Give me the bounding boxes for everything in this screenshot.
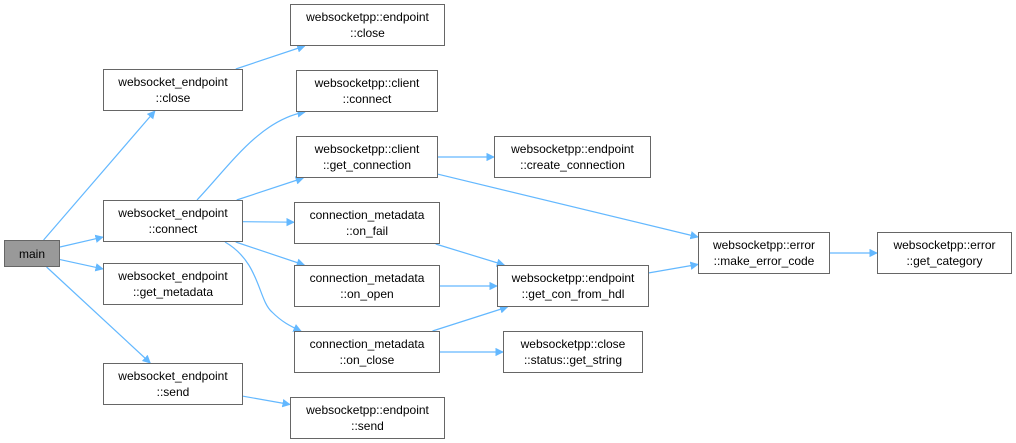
node-we-send[interactable]: websocket_endpoint::send: [103, 363, 243, 405]
node-we-close[interactable]: websocket_endpoint::close: [103, 69, 243, 111]
node-label-line: ::on_open: [340, 287, 394, 301]
node-cm-on-fail[interactable]: connection_metadata::on_fail: [294, 202, 440, 244]
edge-client-get-connection-to-error-make-error-code: [437, 173, 699, 240]
edge-main-to-we-connect: [59, 234, 104, 248]
node-close-status-get-string[interactable]: websocketpp::close::status::get_string: [503, 331, 643, 373]
node-label-line: websocketpp::endpoint: [511, 271, 635, 285]
node-client-get-connection[interactable]: websocketpp::client::get_connection: [296, 136, 438, 178]
node-label-line: main: [18, 246, 45, 261]
edge-cm-on-fail-to-ep-get-con-from-hdl: [435, 243, 506, 267]
node-label-line: websocketpp::endpoint: [511, 142, 634, 156]
node-label-line: ::on_fail: [345, 224, 389, 238]
node-error-get-category[interactable]: websocketpp::error::get_category: [877, 232, 1012, 274]
edge-main-to-we-close: [43, 110, 156, 241]
edge-we-connect-to-cm-on-open: [235, 241, 306, 267]
node-label-line: ::make_error_code: [713, 254, 815, 268]
node-ep-send[interactable]: websocketpp::endpoint::send: [290, 397, 445, 439]
node-label-line: websocketpp::error: [712, 238, 816, 252]
node-label-line: websocketpp::client: [314, 142, 420, 156]
edge-we-connect-to-client-get-connection: [236, 176, 305, 201]
node-label-line: ::get_category: [906, 254, 983, 268]
node-cm-on-open[interactable]: connection_metadata::on_open: [294, 265, 440, 307]
node-we-get-metadata[interactable]: websocket_endpoint::get_metadata: [103, 263, 243, 305]
node-main[interactable]: main: [4, 240, 60, 267]
node-label-line: ::create_connection: [520, 158, 625, 172]
node-label-line: ::status::get_string: [523, 353, 623, 367]
edge-we-close-to-ep-close: [235, 44, 306, 70]
node-label-line: websocketpp::endpoint: [306, 10, 429, 24]
node-label-line: websocketpp::endpoint: [306, 403, 429, 417]
node-label-line: ::get_metadata: [132, 285, 214, 299]
edge-we-connect-to-cm-on-fail: [242, 217, 295, 227]
node-client-connect[interactable]: websocketpp::client::connect: [296, 70, 438, 112]
node-label-line: ::get_con_from_hdl: [521, 287, 625, 301]
node-label-line: websocket_endpoint: [118, 206, 228, 220]
node-label-line: ::send: [156, 385, 190, 399]
node-ep-create-connection[interactable]: websocketpp::endpoint::create_connection: [494, 136, 651, 178]
node-label-line: websocket_endpoint: [118, 369, 228, 383]
node-ep-get-con-from-hdl[interactable]: websocketpp::endpoint::get_con_from_hdl: [497, 265, 649, 307]
edge-main-to-we-send: [46, 266, 151, 364]
node-ep-close[interactable]: websocketpp::endpoint::close: [290, 4, 445, 46]
node-label-line: ::close: [350, 26, 385, 40]
node-label-line: connection_metadata: [309, 271, 425, 285]
node-label-line: connection_metadata: [309, 208, 425, 222]
node-label-line: ::connect: [342, 92, 392, 106]
node-we-connect[interactable]: websocket_endpoint::connect: [103, 200, 243, 242]
node-label-line: websocketpp::client: [314, 76, 420, 90]
edge-we-connect-to-cm-on-close: [224, 241, 302, 332]
node-label-line: websocket_endpoint: [118, 75, 228, 89]
node-label-line: websocketpp::close: [520, 337, 626, 351]
node-label-line: ::connect: [148, 222, 198, 236]
edge-we-send-to-ep-send: [242, 395, 291, 408]
node-label-line: websocket_endpoint: [118, 269, 228, 283]
node-label-line: ::close: [155, 91, 191, 105]
node-label-line: ::on_close: [339, 353, 395, 367]
node-cm-on-close[interactable]: connection_metadata::on_close: [294, 331, 440, 373]
edge-we-connect-to-client-connect: [196, 109, 306, 201]
edge-cm-on-close-to-ep-get-con-from-hdl: [432, 305, 509, 332]
node-label-line: ::send: [351, 419, 384, 433]
edge-main-to-we-get-metadata: [59, 259, 104, 272]
node-error-make-error-code[interactable]: websocketpp::error::make_error_code: [698, 232, 830, 274]
edge-ep-get-con-from-hdl-to-error-make-error-code: [648, 261, 699, 274]
node-label-line: connection_metadata: [309, 337, 425, 351]
node-label-line: websocketpp::error: [893, 238, 996, 252]
node-label-line: ::get_connection: [322, 158, 412, 172]
